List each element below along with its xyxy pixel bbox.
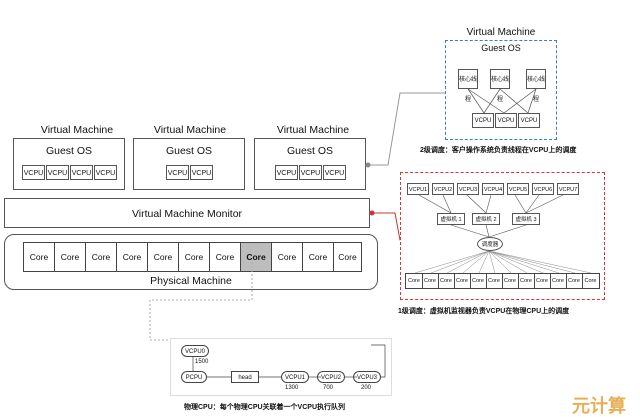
watermark-logo: 元计算	[572, 396, 626, 416]
guest-os-box: Guest OS VCPU VCPU	[133, 138, 245, 190]
scheduler-vcpu: VCPU6	[532, 183, 554, 195]
scheduler-vm: 虚拟机 1	[437, 213, 465, 225]
queue-value: 200	[361, 385, 372, 391]
queue-vcpu-node: VCPU3	[353, 371, 381, 383]
vcpu-box: VCPU	[495, 113, 517, 128]
scheduler-core-row: Core Core Core Core Core Core Core Core …	[405, 273, 600, 289]
scheduler-vcpu: VCPU5	[507, 183, 529, 195]
head-node: head	[231, 371, 259, 383]
queue-box: VCPU0 1500 PCPU head VCPU1 VCPU2 VCPU3 1…	[170, 338, 392, 396]
vm-title: Virtual Machine	[276, 124, 350, 136]
guest-os-label: Guest OS	[165, 145, 213, 157]
scheduler-core: Core	[470, 274, 487, 288]
queue-top-value: 1500	[195, 359, 209, 365]
scheduler-core: Core	[502, 274, 519, 288]
guest-os-label: Guest OS	[45, 145, 93, 157]
vcpu-box: VCPU	[323, 165, 346, 180]
thread-box: 核心线程	[526, 69, 546, 103]
connector-dot	[365, 162, 371, 168]
core-cell: Core	[179, 243, 210, 271]
scheduler-core: Core	[518, 274, 535, 288]
core-cell: Core	[148, 243, 179, 271]
core-cell: Core	[55, 243, 86, 271]
scheduler-vm: 虚拟机 2	[472, 213, 500, 225]
core-row: Core Core Core Core Core Core Core Core …	[23, 242, 362, 272]
vcpu-box: VCPU	[46, 165, 69, 180]
scheduler-lines	[414, 194, 592, 274]
vcpu-box: VCPU	[275, 165, 298, 180]
thread-arrows	[467, 88, 537, 114]
guest-os-box: Guest OS VCPU VCPU VCPU	[254, 138, 366, 190]
scheduler-core: Core	[534, 274, 551, 288]
pcpu-node: PCPU	[181, 371, 207, 383]
thread-box: 核心线程	[490, 69, 510, 103]
guest-os-label: Guest OS	[286, 145, 334, 157]
core-cell: Core	[303, 243, 334, 271]
detail-guest-os-label: Guest OS	[481, 43, 521, 53]
detail-vm-box: Virtual Machine Guest OS 核心线程 核心线程 核心线程 …	[445, 27, 557, 140]
scheduler-core: Core	[438, 274, 455, 288]
vcpu-box: VCPU	[94, 165, 117, 180]
connector-dot-red	[369, 210, 375, 216]
queue-vcpu-node: VCPU1	[281, 371, 309, 383]
connector-to-detail-vm	[368, 92, 445, 166]
vcpu-box: VCPU	[518, 113, 540, 128]
vmm-box: Virtual Machine Monitor	[4, 198, 370, 228]
scheduler-core: Core	[422, 274, 439, 288]
core-cell-highlighted: Core	[241, 243, 272, 271]
core-cell: Core	[86, 243, 117, 271]
scheduler-core: Core	[406, 274, 423, 288]
scheduler-core: Core	[550, 274, 567, 288]
queue-value: 1300	[285, 385, 299, 391]
vcpu-box: VCPU	[299, 165, 322, 180]
physical-machine-box: Core Core Core Core Core Core Core Core …	[4, 234, 378, 290]
vcpu-box: VCPU	[472, 113, 494, 128]
physical-machine-label: Physical Machine	[150, 275, 232, 287]
scheduler-vcpu: VCPU3	[457, 183, 479, 195]
vm-title: Virtual Machine	[153, 124, 227, 136]
vm-title: Virtual Machine	[40, 124, 114, 136]
queue-vcpu-node: VCPU2	[317, 371, 345, 383]
queue-value: 700	[323, 385, 334, 391]
scheduler-core: Core	[584, 278, 597, 284]
core-cell: Core	[210, 243, 241, 271]
scheduler-core: Core	[486, 274, 503, 288]
thread-box: 核心线程	[458, 69, 478, 103]
dispatcher-node: 调度器	[477, 237, 503, 251]
guest-os-box: Guest OS VCPU VCPU VCPU VCPU	[13, 138, 125, 190]
vcpu0-node: VCPU0	[181, 345, 209, 357]
vcpu-box: VCPU	[166, 165, 189, 180]
detail-vm-caption: 2级调度：客户操作系统负责线程在VCPU上的调度	[420, 147, 577, 154]
scheduler-vcpu: VCPU1	[407, 183, 429, 195]
detail-vm-title: Virtual Machine	[466, 27, 536, 38]
core-cell: Core	[338, 252, 357, 262]
scheduler-vm: 虚拟机 3	[512, 213, 540, 225]
vcpu-box: VCPU	[70, 165, 93, 180]
scheduler-vcpu: VCPU4	[482, 183, 504, 195]
vmm-label: Virtual Machine Monitor	[131, 208, 243, 220]
queue-caption: 物理CPU：每个物理CPU关联着一个VCPU执行队列	[184, 404, 346, 411]
core-cell: Core	[117, 243, 148, 271]
scheduler-core: Core	[454, 274, 471, 288]
scheduler-vcpu: VCPU2	[432, 183, 454, 195]
scheduler-caption: 1级调度：虚拟机监视器负责VCPU在物理CPU上的调度	[398, 308, 570, 315]
core-cell: Core	[24, 243, 55, 271]
core-cell: Core	[272, 243, 303, 271]
scheduler-box: VCPU1 VCPU2 VCPU3 VCPU4 VCPU5 VCPU6 VCPU…	[400, 172, 605, 300]
connector-to-queue	[149, 262, 253, 341]
vcpu-box: VCPU	[190, 165, 213, 180]
scheduler-core: Core	[566, 274, 583, 288]
scheduler-vcpu: VCPU7	[557, 183, 579, 195]
vcpu-box: VCPU	[22, 165, 45, 180]
